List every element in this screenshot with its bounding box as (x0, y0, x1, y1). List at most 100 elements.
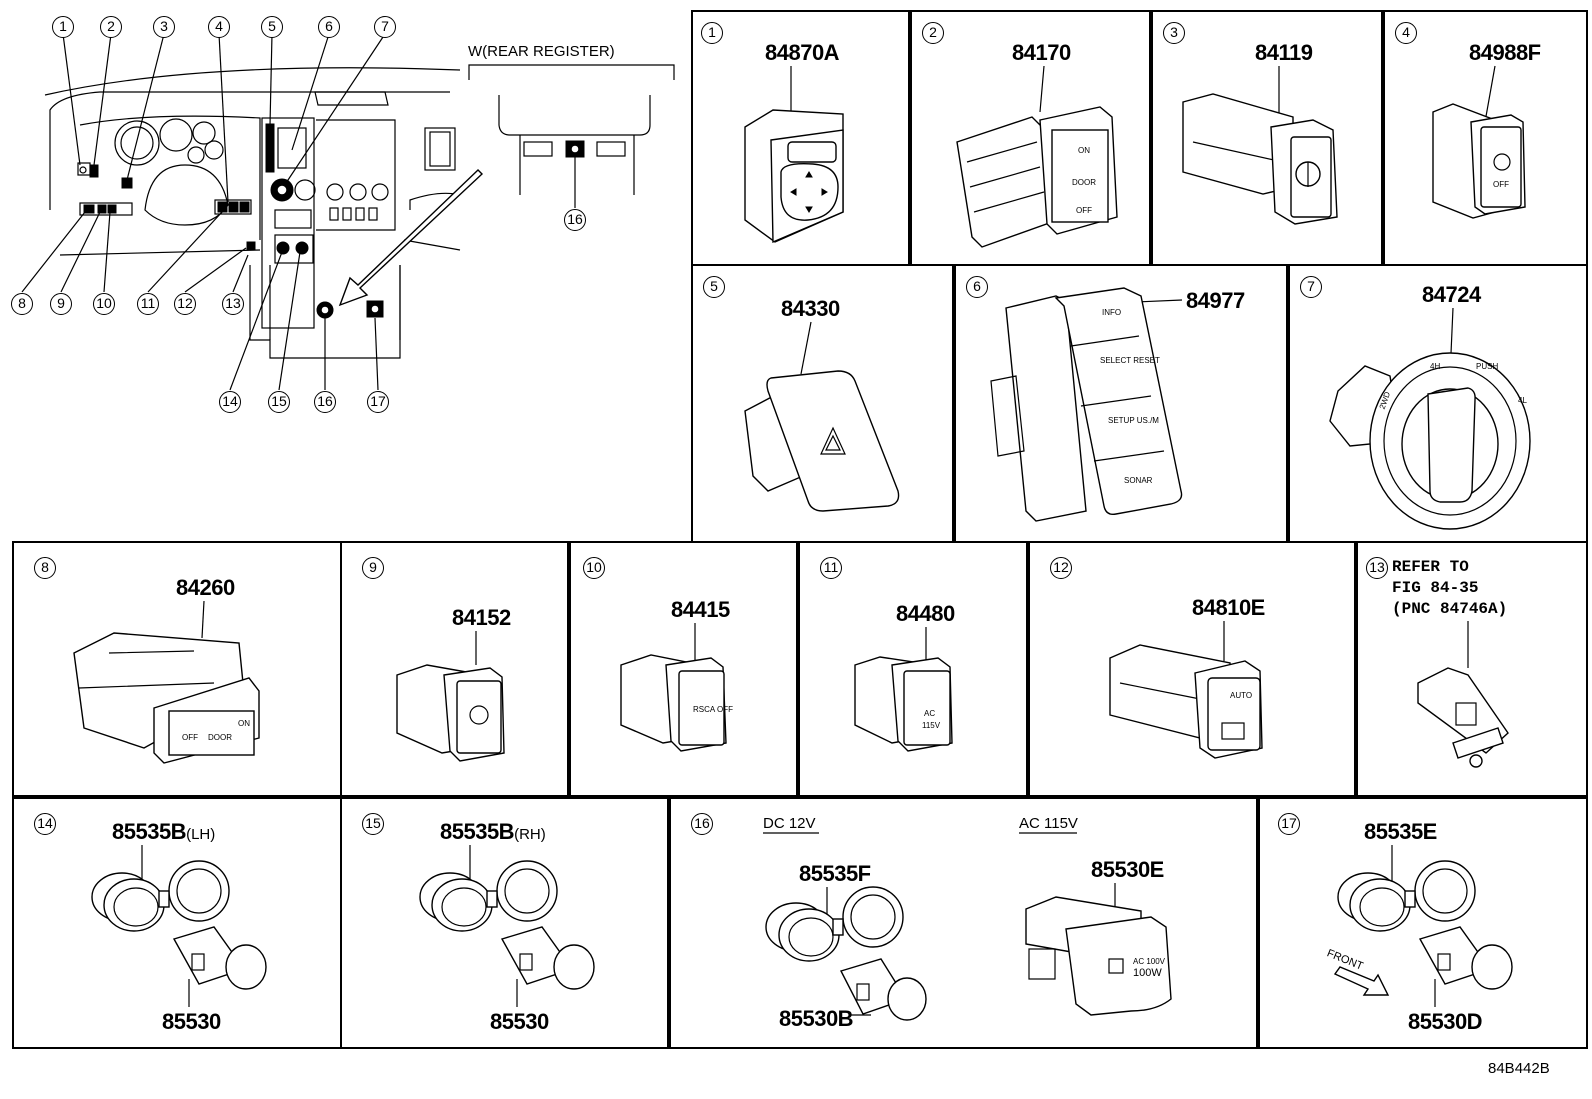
callout-7: 7 (374, 16, 396, 38)
callout-2: 2 (100, 16, 122, 38)
cell-7: 7 84724 2WD 4H PUSH 4L (1288, 264, 1588, 543)
cell-2-switch-drawing (956, 65, 1118, 248)
cell-16-num: 16 (691, 813, 713, 835)
cell-6: 6 84977 INFO SELECT RESET SETUP US./M SO… (954, 264, 1288, 543)
cell-7-label-push: PUSH (1476, 362, 1499, 371)
cell-4-part-number: 84988F (1469, 40, 1541, 65)
callout-1: 1 (52, 16, 74, 38)
cell-15-part-number: 85535B (440, 819, 515, 844)
cell-2-label-door: DOOR (1072, 178, 1096, 187)
cell-8-label-on: ON (238, 719, 250, 728)
cell-14-part-number: 85535B (112, 819, 187, 844)
cell-13-sensor-drawing (1417, 621, 1509, 768)
cell-3-part-number: 84119 (1255, 40, 1313, 65)
cell-9-part-number: 84152 (452, 605, 511, 630)
cell-12-part-number: 84810E (1192, 595, 1265, 620)
callout-6: 6 (318, 16, 340, 38)
cell-11-part-number: 84480 (896, 601, 955, 626)
rear-register-label: W(REAR REGISTER) (468, 43, 615, 60)
callout-3: 3 (153, 16, 175, 38)
cell-16-part-number-2: 85530B (779, 1006, 854, 1031)
cell-3: 3 84119 (1151, 10, 1383, 266)
cell-13-refer-line-2: FIG 84-35 (1392, 579, 1479, 597)
cell-14: 14 85535B(LH) 85530 (12, 797, 342, 1049)
cell-3-num: 3 (1163, 22, 1185, 44)
cell-16-part-number: 85535F (799, 861, 871, 886)
cell-6-label-sonar: SONAR (1124, 476, 1153, 485)
cell-16-label-ac100v: AC 100V (1133, 957, 1166, 966)
cell-10-num: 10 (583, 557, 605, 579)
cell-1: 1 84870A (691, 10, 910, 266)
cell-14-socket-drawing (91, 845, 267, 1007)
cell-17: 17 85535E FRONT 85530D (1258, 797, 1588, 1049)
cell-7-num: 7 (1300, 276, 1322, 298)
cell-10-label-rsca-off: RSCA OFF (693, 705, 734, 714)
dashboard-drawing (21, 33, 675, 391)
cell-6-label-setup: SETUP US./M (1108, 416, 1159, 425)
cell-16: 16 DC 12V AC 115V 85535F 85530E AC 100V … (669, 797, 1258, 1049)
cell-4-num: 4 (1395, 22, 1417, 44)
cell-11-num: 11 (820, 557, 842, 579)
cell-12-switch-drawing (1109, 621, 1263, 759)
cell-10-switch-drawing (620, 623, 727, 752)
cell-16-ac-label: AC 115V (1019, 815, 1078, 832)
cell-14-part-number-2: 85530 (162, 1009, 221, 1034)
cell-6-label-info: INFO (1102, 308, 1122, 317)
cell-13-refer-line-3: (PNC 84746A) (1392, 600, 1508, 618)
cell-4: 4 84988F OFF (1383, 10, 1588, 266)
cell-17-num: 17 (1278, 813, 1300, 835)
cell-17-socket-drawing (1333, 845, 1513, 1007)
rear-callout-16: 16 (564, 209, 586, 231)
cell-2-label-on: ON (1078, 146, 1090, 155)
cell-12-num: 12 (1050, 557, 1072, 579)
cell-17-part-number-2: 85530D (1408, 1009, 1483, 1034)
cell-5: 5 84330 (691, 264, 954, 543)
cell-5-switch-drawing (744, 321, 900, 512)
cell-13-num: 13 (1366, 557, 1388, 579)
cell-14-suffix: (LH) (186, 826, 216, 843)
cell-6-label-select-reset: SELECT RESET (1100, 356, 1160, 365)
cell-13: 13 REFER TO FIG 84-35 (PNC 84746A) (1356, 541, 1588, 797)
cell-10: 10 84415 RSCA OFF (569, 541, 798, 797)
cell-9-switch-drawing (396, 631, 505, 762)
cell-7-label-4l: 4L (1518, 396, 1527, 405)
cell-16-socket-drawing (763, 832, 1172, 1021)
cell-9-num: 9 (362, 557, 384, 579)
cell-11-label-ac: AC (924, 709, 936, 718)
cell-11-switch-drawing (854, 627, 953, 752)
cell-12-label-auto: AUTO (1230, 691, 1253, 700)
cell-1-part-number: 84870A (765, 40, 840, 65)
cell-7-dial-drawing (1329, 307, 1531, 530)
cell-2-part-number: 84170 (1012, 40, 1071, 65)
callout-12: 12 (174, 293, 196, 315)
cell-6-switch-drawing (990, 287, 1183, 522)
callout-15: 15 (268, 391, 290, 413)
callout-10: 10 (93, 293, 115, 315)
cell-16-label-100w: 100W (1133, 967, 1162, 979)
figure-code: 84B442B (1488, 1060, 1550, 1077)
cell-5-part-number: 84330 (781, 296, 840, 321)
cell-5-num: 5 (703, 276, 725, 298)
cell-8-part-number: 84260 (176, 575, 235, 600)
cell-15-num: 15 (362, 813, 384, 835)
cell-1-switch-drawing (744, 66, 844, 244)
cell-11: 11 84480 AC 115V (798, 541, 1028, 797)
cell-16-part-number-3: 85530E (1091, 857, 1164, 882)
cell-13-refer-line-1: REFER TO (1392, 558, 1469, 576)
cell-10-part-number: 84415 (671, 597, 730, 622)
cell-7-part-number: 84724 (1422, 282, 1481, 307)
cell-3-switch-drawing (1182, 66, 1338, 225)
cell-6-num: 6 (966, 276, 988, 298)
cell-2: 2 84170 ON DOOR OFF (910, 10, 1151, 266)
cell-8: 8 84260 OFF DOOR ON (12, 541, 342, 797)
cell-6-part-number: 84977 (1186, 288, 1245, 313)
cell-7-label-4h: 4H (1430, 362, 1441, 371)
cell-4-switch-drawing (1432, 65, 1526, 219)
cell-11-label-115v: 115V (922, 721, 941, 730)
callout-11: 11 (137, 293, 159, 315)
cell-8-num: 8 (34, 557, 56, 579)
cell-16-dc-label: DC 12V (763, 815, 816, 832)
callout-13: 13 (222, 293, 244, 315)
cell-8-switch-drawing (73, 600, 260, 764)
cell-15-part-number-2: 85530 (490, 1009, 549, 1034)
